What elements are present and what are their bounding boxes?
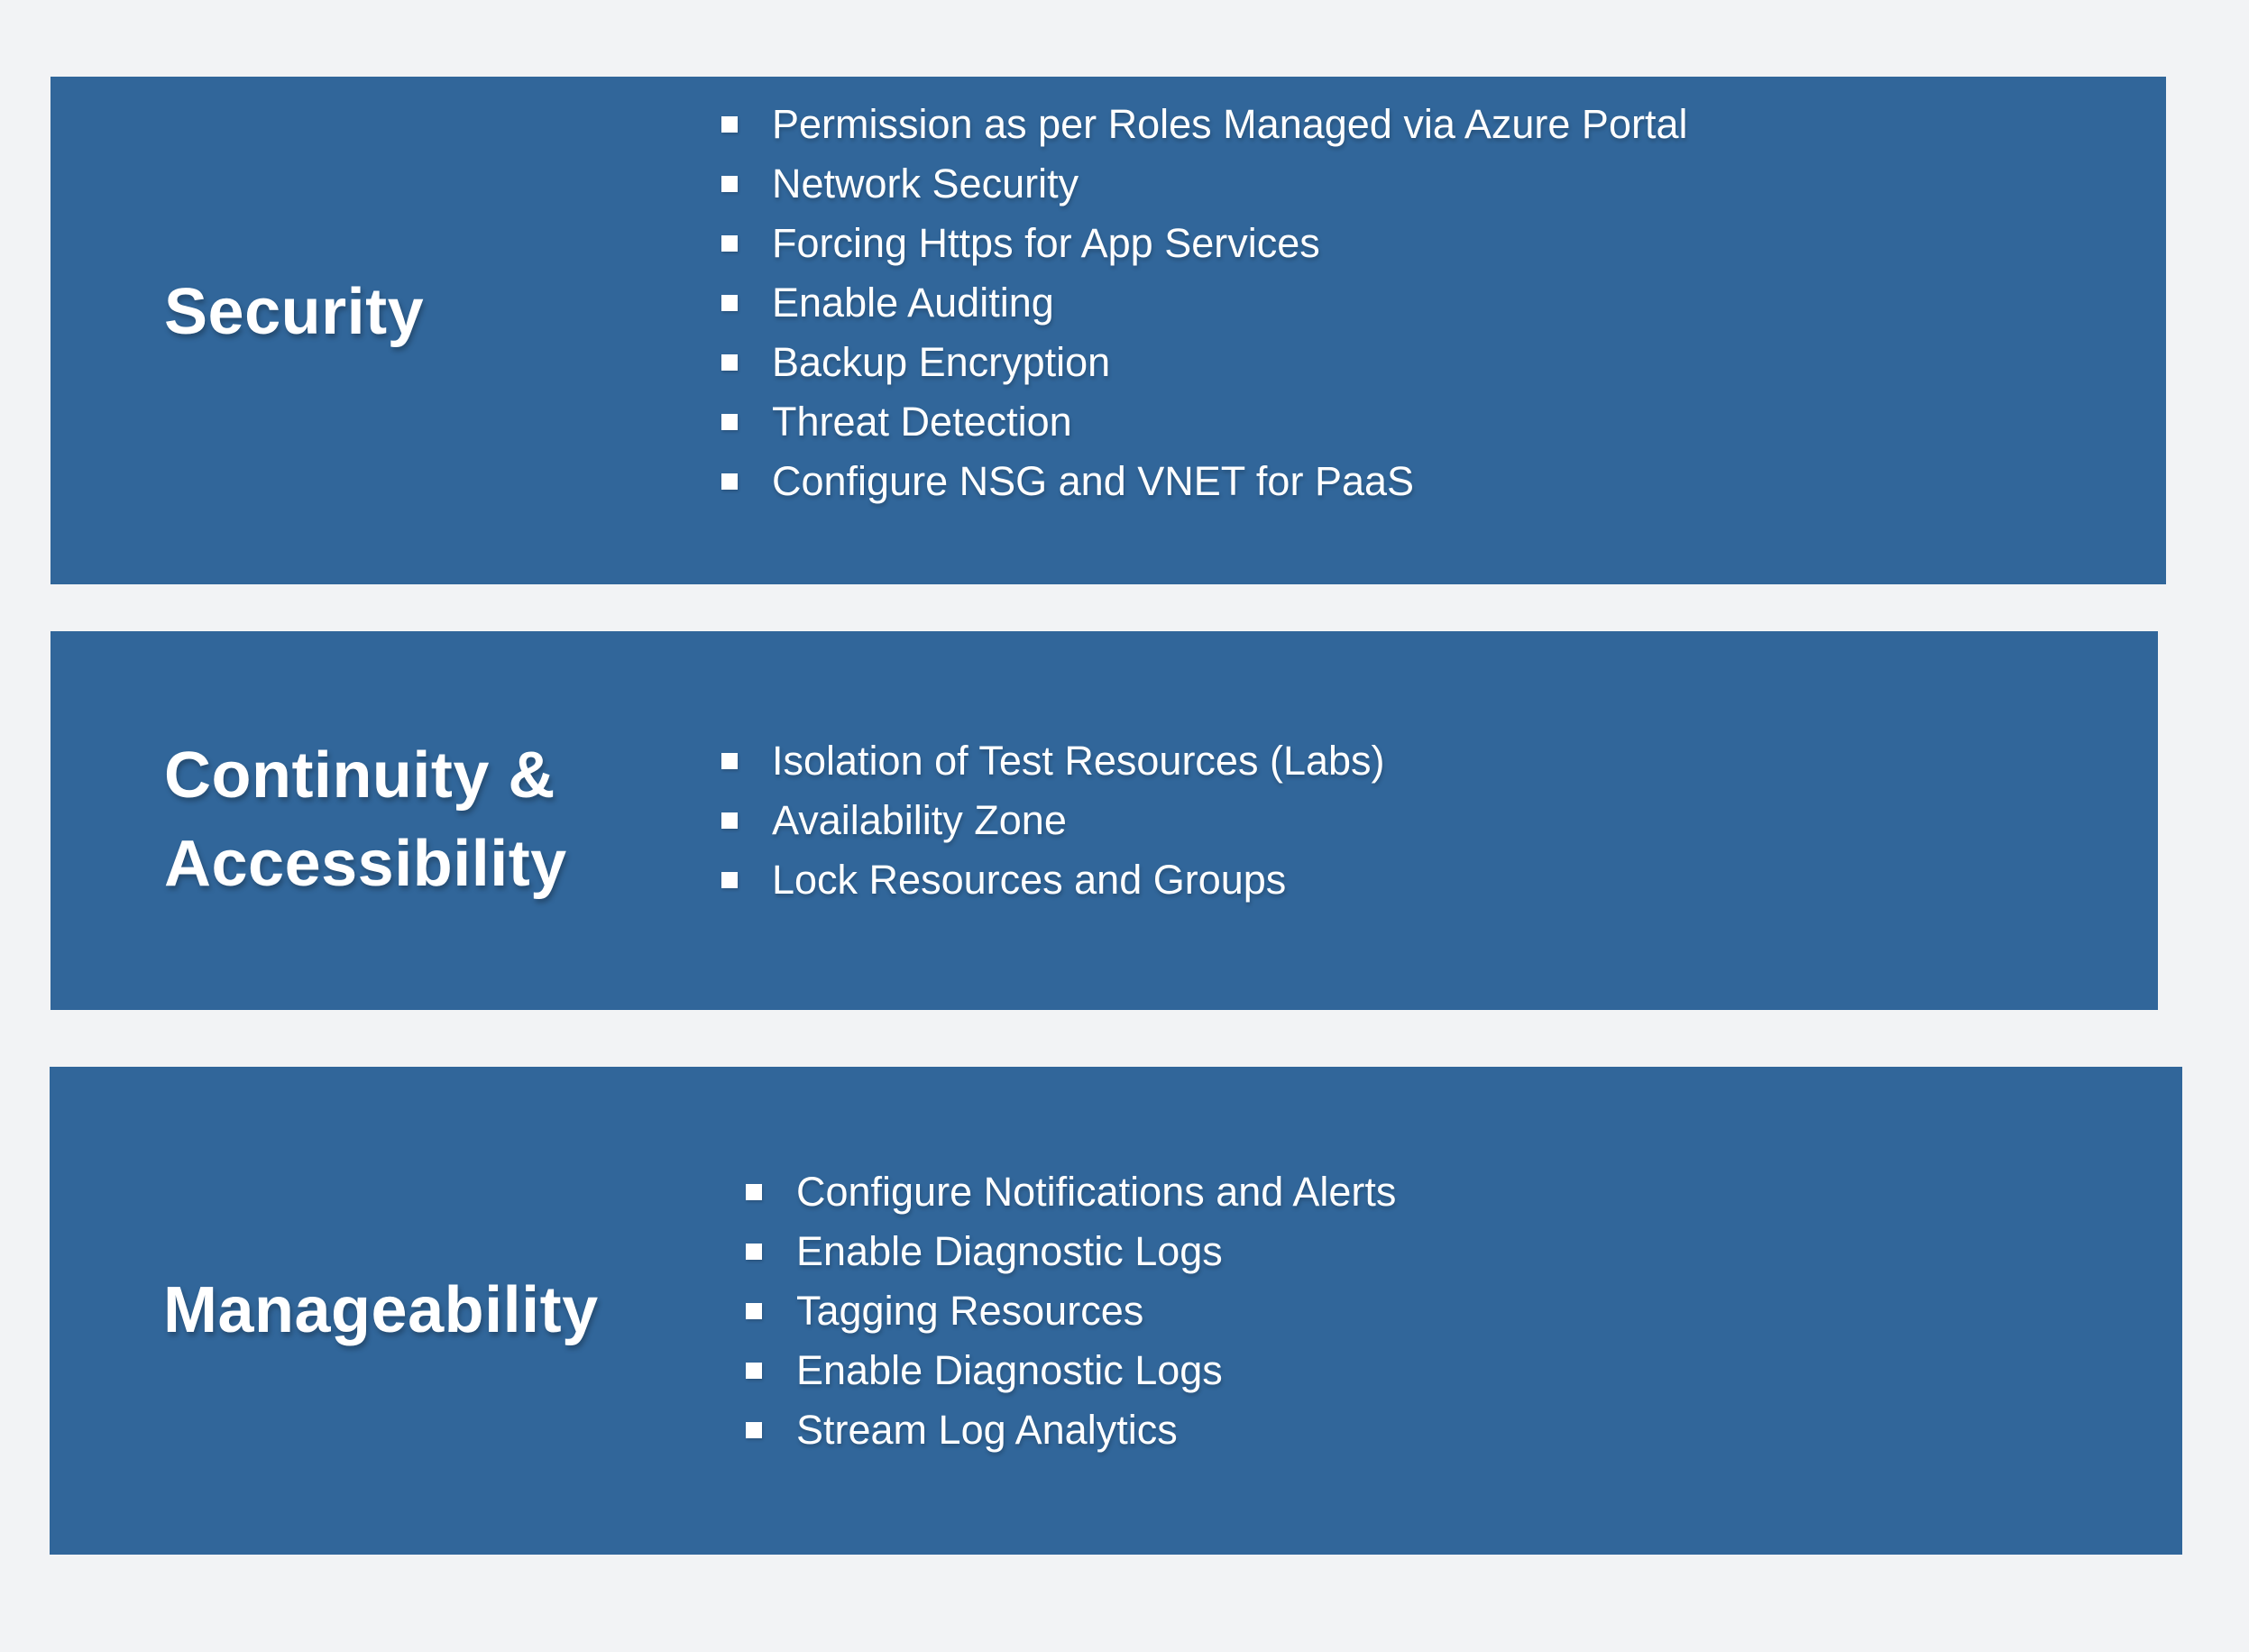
list-item: Configure Notifications and Alerts [746, 1162, 2182, 1222]
square-bullet-icon [746, 1362, 762, 1379]
list-item: Stream Log Analytics [746, 1400, 2182, 1460]
list-item: Isolation of Test Resources (Labs) [721, 731, 2158, 791]
list-item: Availability Zone [721, 791, 2158, 850]
list-item: Network Security [721, 154, 2166, 214]
list-item: Tagging Resources [746, 1281, 2182, 1341]
list-item-text: Isolation of Test Resources (Labs) [772, 738, 1385, 785]
list-item-text: Permission as per Roles Managed via Azur… [772, 101, 1688, 148]
list-item: Enable Diagnostic Logs [746, 1222, 2182, 1281]
list-item: Enable Diagnostic Logs [746, 1341, 2182, 1400]
security-panel: Security Permission as per Roles Managed… [50, 77, 2166, 584]
continuity-accessibility-panel: Continuity & Accessibility Isolation of … [50, 631, 2158, 1010]
list-item-text: Enable Auditing [772, 280, 1054, 326]
square-bullet-icon [721, 295, 738, 311]
square-bullet-icon [721, 354, 738, 371]
list-item-text: Availability Zone [772, 797, 1067, 844]
square-bullet-icon [721, 872, 738, 888]
list-item-text: Network Security [772, 161, 1079, 207]
list-item: Configure NSG and VNET for PaaS [721, 452, 2166, 511]
manageability-item-list: Configure Notifications and Alerts Enabl… [721, 1162, 2182, 1460]
square-bullet-icon [721, 176, 738, 192]
square-bullet-icon [746, 1243, 762, 1260]
square-bullet-icon [721, 414, 738, 430]
security-item-list: Permission as per Roles Managed via Azur… [721, 95, 2166, 511]
list-item: Lock Resources and Groups [721, 850, 2158, 910]
square-bullet-icon [721, 116, 738, 133]
security-panel-title: Security [164, 275, 425, 348]
continuity-accessibility-panel-title: Continuity & Accessibility [164, 739, 567, 900]
list-item-text: Configure NSG and VNET for PaaS [772, 458, 1415, 505]
list-item-text: Tagging Resources [796, 1287, 1144, 1334]
square-bullet-icon [721, 473, 738, 490]
list-item-text: Forcing Https for App Services [772, 220, 1320, 267]
list-item: Forcing Https for App Services [721, 214, 2166, 273]
square-bullet-icon [721, 812, 738, 829]
list-item-text: Threat Detection [772, 399, 1072, 445]
list-item-text: Stream Log Analytics [796, 1406, 1178, 1453]
square-bullet-icon [746, 1183, 762, 1200]
list-item-text: Enable Diagnostic Logs [796, 1227, 1223, 1274]
manageability-panel: Manageability Configure Notifications an… [50, 1067, 2182, 1555]
square-bullet-icon [721, 753, 738, 769]
list-item-text: Enable Diagnostic Logs [796, 1346, 1223, 1393]
continuity-accessibility-item-list: Isolation of Test Resources (Labs) Avail… [721, 731, 2158, 910]
square-bullet-icon [721, 235, 738, 252]
list-item: Backup Encryption [721, 333, 2166, 392]
list-item: Permission as per Roles Managed via Azur… [721, 95, 2166, 154]
list-item-text: Lock Resources and Groups [772, 857, 1287, 904]
list-item-text: Backup Encryption [772, 339, 1111, 386]
list-item: Threat Detection [721, 392, 2166, 452]
list-item-text: Configure Notifications and Alerts [796, 1168, 1397, 1215]
list-item: Enable Auditing [721, 273, 2166, 333]
square-bullet-icon [746, 1302, 762, 1319]
square-bullet-icon [746, 1421, 762, 1438]
manageability-panel-title: Manageability [163, 1273, 599, 1346]
